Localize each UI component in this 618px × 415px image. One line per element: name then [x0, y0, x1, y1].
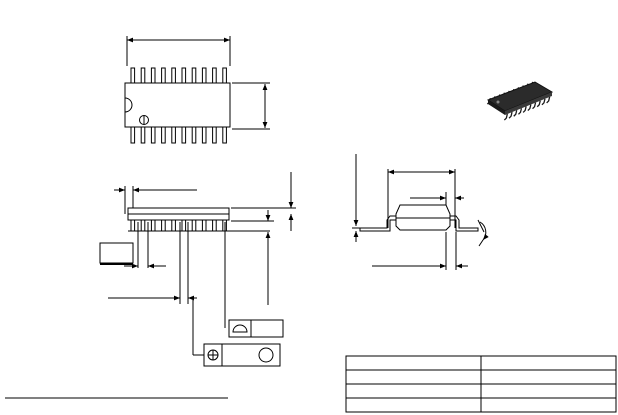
bottom-pin: [212, 126, 217, 144]
top-pin: [191, 67, 197, 84]
top-pin: [140, 67, 146, 84]
position-tolerance-frame: [203, 343, 281, 367]
side-pin: [212, 219, 217, 232]
side-pin: [150, 219, 156, 232]
photo-pin-front: [527, 104, 532, 112]
end-view-left-lead: [359, 215, 396, 232]
pin1-index-mark: [139, 115, 149, 125]
side-pin: [130, 219, 136, 232]
side-pins: [130, 219, 227, 232]
side-pin: [140, 219, 146, 232]
side-pin: [171, 219, 176, 232]
side-pin: [161, 219, 166, 232]
side-view: [108, 172, 296, 356]
photo-pin-front: [536, 100, 541, 108]
top-pin: [130, 67, 136, 84]
top-pin: [161, 67, 166, 84]
dimension-table: [345, 355, 617, 413]
photo-pin-front: [546, 96, 551, 104]
bottom-pin: [201, 126, 207, 144]
bottom-pin: [181, 126, 187, 144]
lead-angle-leader: [477, 219, 485, 233]
side-pin: [181, 219, 187, 232]
photo-pin-front: [508, 111, 513, 119]
datum-circle: [258, 347, 274, 363]
lead-angle-tail: [478, 239, 484, 247]
top-pin: [181, 67, 187, 84]
top-view: [124, 36, 270, 144]
top-pin: [201, 67, 207, 84]
photo-pin-front: [517, 108, 523, 115]
bottom-pin: [191, 126, 197, 144]
package-photo: [486, 81, 554, 121]
photo-pin-front: [522, 106, 527, 113]
photo-pin-front: [503, 113, 508, 121]
bottom-pin: [222, 126, 227, 144]
bottom-pin: [140, 126, 146, 144]
photo-pin-front: [513, 110, 518, 117]
top-view-body: [124, 82, 231, 128]
bottom-pin: [150, 126, 156, 144]
top-pin: [222, 67, 227, 84]
reference-box: [99, 242, 134, 265]
lead-angle-arc: [479, 221, 489, 241]
bottom-pin: [171, 126, 176, 144]
package-photo-side: [488, 100, 505, 115]
top-pin: [171, 67, 176, 84]
top-pin: [150, 67, 156, 84]
side-pin: [191, 219, 197, 232]
profile-tolerance-frame: [228, 319, 284, 338]
top-pins-lower: [130, 126, 227, 144]
end-view: [352, 154, 489, 270]
semicircle-profile-icon: [232, 324, 248, 333]
photo-pin-front: [541, 98, 546, 106]
top-pin: [212, 67, 217, 84]
side-pin: [201, 219, 207, 232]
end-view-right-lead: [450, 215, 479, 232]
bottom-pin: [130, 126, 136, 144]
package-photo-index-dot: [496, 100, 500, 104]
photo-pin-front: [532, 102, 537, 110]
bottom-pin: [161, 126, 166, 144]
pin1-notch: [124, 97, 133, 113]
package-photo-front: [505, 92, 552, 115]
top-pins-upper: [130, 67, 227, 84]
